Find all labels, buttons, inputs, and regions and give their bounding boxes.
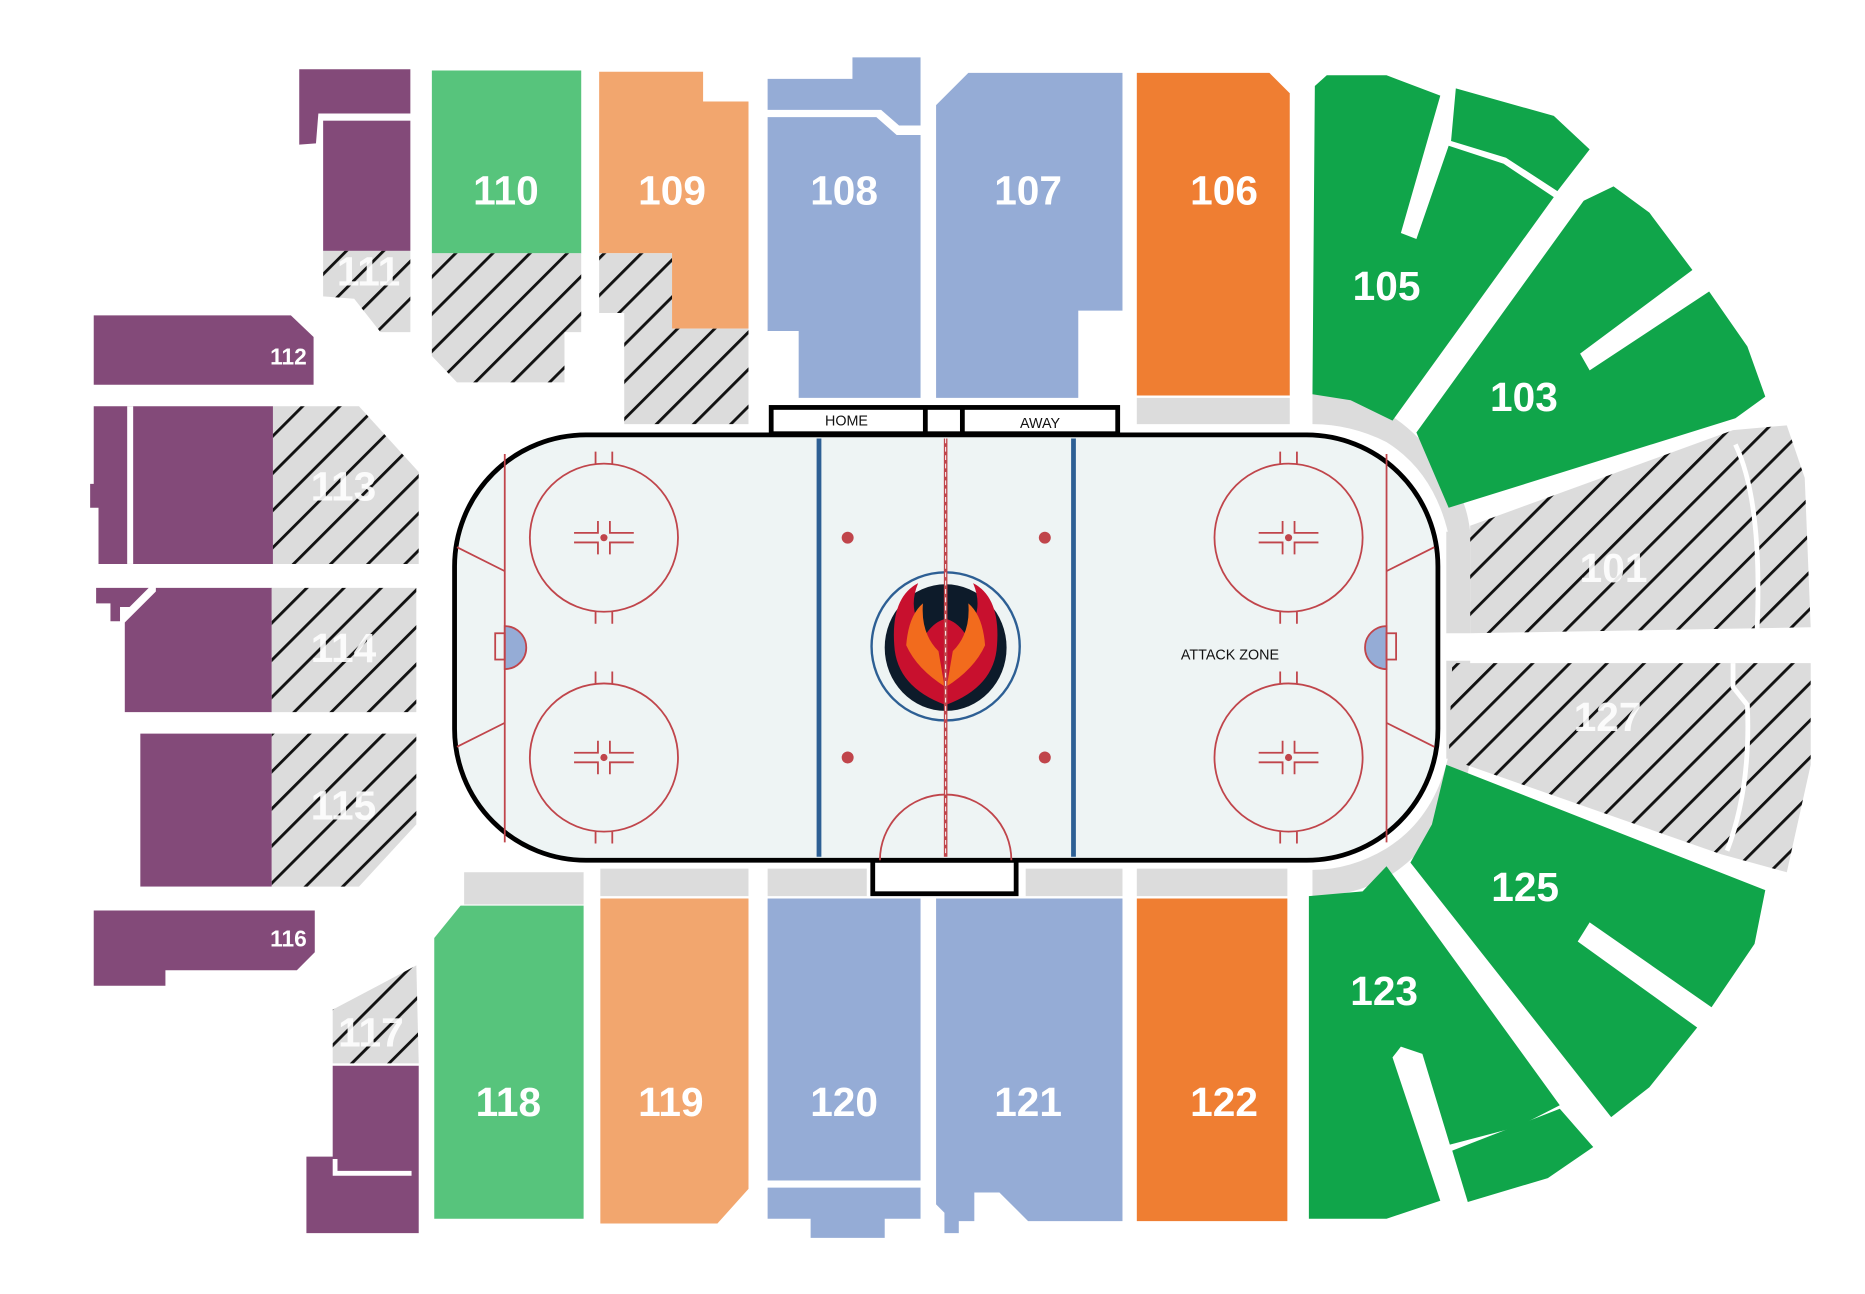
section-116[interactable]: 116 — [93, 910, 315, 986]
section-103[interactable]: 103 — [1416, 186, 1766, 508]
section-label: 105 — [1353, 263, 1421, 309]
section-106[interactable]: 106 — [1136, 72, 1290, 396]
section-111[interactable]: 111 — [299, 69, 411, 333]
section-115[interactable]: 115 — [140, 733, 417, 887]
section-112[interactable]: 112 — [93, 315, 314, 385]
section-label: 113 — [311, 464, 377, 510]
section-label: 108 — [810, 167, 878, 213]
section-123[interactable]: 123 — [1308, 866, 1594, 1219]
section-label: 115 — [311, 783, 377, 829]
section-label: 125 — [1491, 864, 1559, 910]
section-label: 121 — [994, 1079, 1062, 1125]
section-117[interactable]: 117 — [306, 965, 419, 1234]
section-label: 123 — [1350, 968, 1418, 1014]
section-label: 107 — [994, 167, 1062, 213]
attack-zone-label: ATTACK ZONE — [1181, 648, 1279, 664]
section-113[interactable]: 113 — [90, 406, 419, 564]
section-118[interactable]: 118 — [434, 905, 584, 1219]
section-label: 111 — [337, 249, 400, 295]
section-label: 119 — [638, 1079, 704, 1125]
section-label: 122 — [1190, 1079, 1258, 1125]
section-label: 116 — [270, 925, 307, 951]
section-label: 106 — [1190, 167, 1258, 213]
goal-crease-left — [503, 625, 528, 671]
section-label: 117 — [338, 1010, 404, 1056]
section-121[interactable]: 121 — [936, 898, 1123, 1234]
section-108[interactable]: 108 — [767, 57, 921, 398]
team-benches: HOME AWAY — [768, 405, 1121, 897]
section-label: 127 — [1574, 694, 1642, 740]
section-114[interactable]: 114 — [96, 587, 417, 713]
section-label: 101 — [1580, 545, 1648, 591]
section-label: 118 — [476, 1079, 542, 1125]
section-125[interactable]: 125 — [1410, 764, 1766, 1118]
ice-rink: ATTACK ZONE — [452, 432, 1441, 863]
section-119[interactable]: 119 — [600, 898, 749, 1224]
section-label: 109 — [638, 167, 706, 213]
home-bench-label: HOME — [825, 414, 868, 430]
section-109[interactable]: 109 — [599, 71, 749, 425]
section-label: 114 — [311, 625, 377, 671]
section-105[interactable]: 105 — [1312, 75, 1590, 421]
section-127[interactable]: 127 — [1448, 663, 1811, 873]
section-110[interactable]: 110 — [431, 70, 582, 383]
section-label: 112 — [270, 343, 307, 369]
away-bench-label: AWAY — [1020, 416, 1061, 432]
section-120[interactable]: 120 — [767, 898, 921, 1238]
section-label: 110 — [473, 167, 539, 213]
section-101[interactable]: 101 — [1470, 425, 1811, 634]
section-107[interactable]: 107 — [936, 72, 1123, 398]
penalty-box — [870, 857, 1019, 897]
section-122[interactable]: 122 — [1136, 898, 1288, 1222]
goal-crease-right — [1364, 625, 1388, 671]
section-label: 103 — [1490, 374, 1558, 420]
section-label: 120 — [810, 1079, 878, 1125]
